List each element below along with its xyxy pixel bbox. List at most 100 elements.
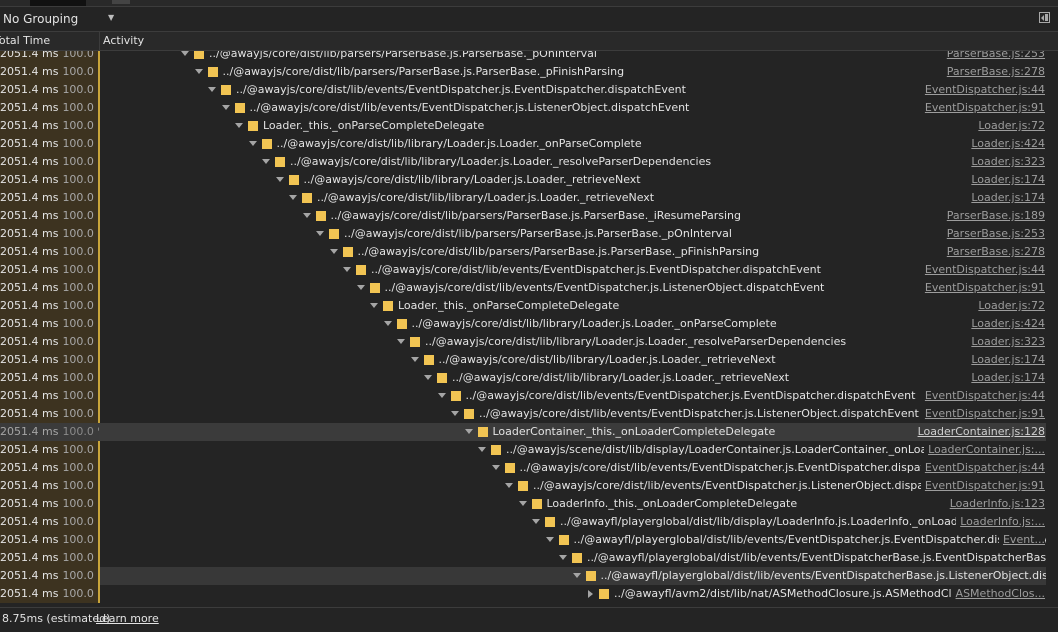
source-link[interactable]: ParserBase.js:278: [942, 63, 1045, 81]
collapse-triangle-icon[interactable]: [424, 375, 432, 380]
collapse-triangle-icon[interactable]: [532, 519, 540, 524]
source-link[interactable]: ASMethodClos...: [951, 585, 1045, 603]
learn-more-link[interactable]: Learn more: [96, 612, 159, 625]
collapse-triangle-icon[interactable]: [410, 357, 419, 362]
source-link[interactable]: Loader.js:424: [967, 315, 1045, 333]
source-link[interactable]: EventDispatcher.js:44: [920, 387, 1045, 405]
source-link[interactable]: EventDispatcher.js:44: [920, 261, 1045, 279]
expand-triangle-icon[interactable]: [588, 590, 593, 598]
collapse-triangle-icon[interactable]: [289, 195, 297, 200]
collapse-triangle-icon[interactable]: [383, 321, 392, 326]
vertical-scrollbar[interactable]: [1046, 51, 1058, 603]
source-link[interactable]: Loader.js:72: [974, 117, 1045, 135]
collapse-triangle-icon[interactable]: [545, 537, 554, 542]
collapse-triangle-icon[interactable]: [235, 123, 243, 128]
tab[interactable]: [112, 0, 130, 4]
collapse-triangle-icon[interactable]: [559, 555, 567, 560]
source-link[interactable]: ParserBase.js:189: [942, 207, 1045, 225]
source-link[interactable]: Loader.js:174: [967, 189, 1045, 207]
collapse-triangle-icon[interactable]: [572, 573, 581, 578]
source-link[interactable]: Loader.js:174: [967, 171, 1045, 189]
column-header-activity[interactable]: Activity: [103, 34, 145, 47]
sidebar-toggle-icon[interactable]: [1039, 12, 1050, 23]
collapse-triangle-icon[interactable]: [464, 429, 473, 434]
collapse-triangle-icon[interactable]: [329, 249, 338, 254]
source-link[interactable]: Loader.js:323: [967, 333, 1045, 351]
active-tab[interactable]: [30, 0, 86, 6]
source-link[interactable]: Loader.js:174: [967, 369, 1045, 387]
collapse-triangle-icon[interactable]: [356, 285, 365, 290]
collapse-triangle-icon[interactable]: [221, 105, 230, 110]
collapse-triangle-icon[interactable]: [437, 393, 446, 398]
collapse-triangle-icon[interactable]: [248, 141, 257, 146]
collapse-triangle-icon[interactable]: [208, 87, 216, 92]
collapse-triangle-icon[interactable]: [370, 303, 378, 308]
source-link[interactable]: Event...: [998, 531, 1045, 549]
collapse-triangle-icon[interactable]: [518, 501, 527, 506]
collapse-triangle-icon[interactable]: [397, 339, 405, 344]
source-link[interactable]: ParserBase.js:253: [942, 51, 1045, 63]
source-link[interactable]: EventDispatcher.js:44: [920, 459, 1045, 477]
collapse-triangle-icon[interactable]: [451, 411, 459, 416]
grouping-select[interactable]: No Grouping ▼: [0, 7, 120, 31]
collapse-triangle-icon[interactable]: [343, 267, 351, 272]
source-link[interactable]: Loader.js:174: [967, 351, 1045, 369]
source-link[interactable]: LoaderInfo.js:...: [956, 513, 1045, 531]
collapse-triangle-icon[interactable]: [478, 447, 486, 452]
source-link[interactable]: Loader.js:424: [967, 135, 1045, 153]
column-header-total-time[interactable]: Total Time: [0, 32, 100, 50]
collapse-triangle-icon[interactable]: [491, 465, 500, 470]
source-link[interactable]: LoaderInfo.js:123: [945, 495, 1045, 513]
source-link[interactable]: ParserBase.js:253: [942, 225, 1045, 243]
collapse-triangle-icon[interactable]: [181, 51, 189, 56]
collapse-triangle-icon[interactable]: [302, 213, 311, 218]
source-link[interactable]: ParserBase.js:278: [942, 243, 1045, 261]
source-link[interactable]: EventDispatcher.js:91: [920, 99, 1045, 117]
collapse-triangle-icon[interactable]: [505, 483, 513, 488]
source-link[interactable]: Loader.js:72: [974, 297, 1045, 315]
source-link[interactable]: LoaderContainer.js:...: [924, 441, 1045, 459]
collapse-triangle-icon[interactable]: [194, 69, 203, 74]
source-link[interactable]: EventDispatcher.js:44: [920, 81, 1045, 99]
source-link[interactable]: EventDispatcher.js:91: [920, 477, 1045, 495]
source-link[interactable]: EventDispatcher.js:91: [920, 279, 1045, 297]
collapse-triangle-icon[interactable]: [275, 177, 284, 182]
source-link[interactable]: Loader.js:323: [967, 153, 1045, 171]
collapse-triangle-icon[interactable]: [316, 231, 324, 236]
collapse-triangle-icon[interactable]: [262, 159, 270, 164]
source-link[interactable]: EventDispatcher.js:91: [920, 405, 1045, 423]
source-link[interactable]: LoaderContainer.js:128: [917, 425, 1045, 438]
